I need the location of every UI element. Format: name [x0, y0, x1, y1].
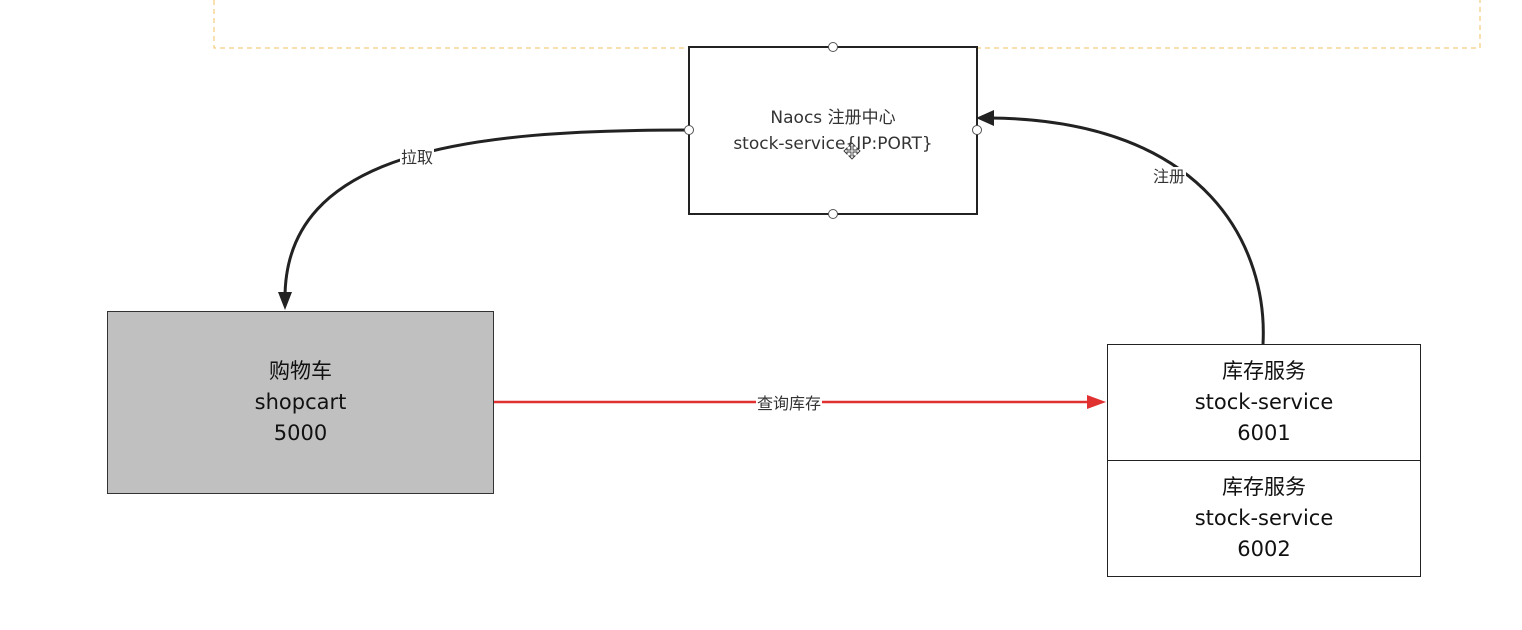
connection-handle-top-icon[interactable]: [828, 42, 838, 52]
selection-frame: [213, 0, 1481, 49]
connection-handle-left-icon[interactable]: [684, 125, 694, 135]
node-naocs-title: Naocs 注册中心: [770, 107, 896, 128]
node-stock-title: 库存服务: [1222, 359, 1306, 383]
node-shopcart-title: 购物车: [269, 359, 332, 383]
edge-register-arrowhead: [976, 110, 994, 126]
node-stock-name: stock-service: [1194, 390, 1334, 414]
node-naocs-registry[interactable]: Naocs 注册中心 stock-service{IP:PORT}: [688, 46, 978, 215]
node-stock-title: 库存服务: [1222, 475, 1306, 499]
edge-label-query-stock[interactable]: 查询库存: [756, 394, 823, 414]
connection-handle-bottom-icon[interactable]: [828, 209, 838, 219]
edge-pull-arrowhead: [278, 292, 292, 310]
node-shopcart-name: shopcart: [254, 390, 347, 414]
node-stock-service-6001[interactable]: 库存服务 stock-service 6001: [1107, 344, 1421, 461]
connection-handle-right-icon[interactable]: [972, 125, 982, 135]
edge-register: [989, 116, 1265, 345]
node-naocs-entry: stock-service{IP:PORT}: [733, 133, 933, 154]
node-stock-name: stock-service: [1194, 506, 1334, 530]
move-cursor-icon: [843, 142, 861, 160]
node-stock-service-6002[interactable]: 库存服务 stock-service 6002: [1107, 460, 1421, 577]
node-stock-port: 6001: [1237, 421, 1291, 445]
node-stock-port: 6002: [1237, 537, 1291, 561]
edge-label-pull[interactable]: 拉取: [400, 148, 435, 168]
edge-pull: [283, 128, 689, 299]
node-shopcart-port: 5000: [273, 421, 328, 445]
edge-label-register[interactable]: 注册: [1152, 167, 1187, 187]
node-shopcart[interactable]: 购物车 shopcart 5000: [107, 311, 494, 494]
edge-query-stock-arrowhead: [1087, 395, 1106, 409]
